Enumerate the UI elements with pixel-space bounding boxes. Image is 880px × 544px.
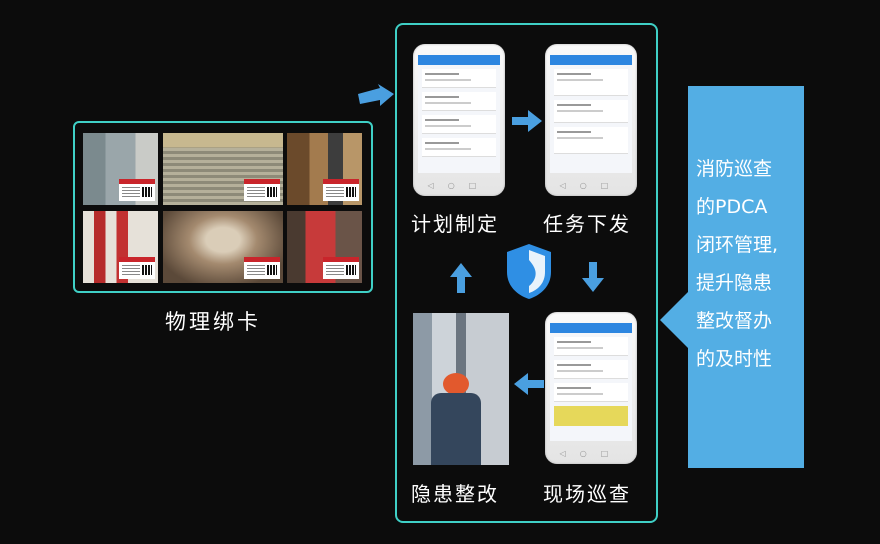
phone-plan-screen: ◁○□ [413, 44, 505, 196]
step-label-plan: 计划制定 [411, 212, 499, 236]
phone-dispatch-screen: ◁○□ [545, 44, 637, 196]
callout-line: 的PDCA [696, 196, 768, 218]
phone-inspection-screen: ◁○□ [545, 312, 637, 464]
step-label-rectify: 隐患整改 [411, 482, 499, 506]
photo-extinguishers [83, 211, 158, 283]
pdca-cycle-frame [395, 23, 658, 523]
photo-hydrant-cabinet [287, 211, 362, 283]
callout-box: 消防巡查 的PDCA 闭环管理, 提升隐患 整改督办 的及时性 [688, 86, 804, 468]
shield-flame-icon [507, 244, 551, 299]
callout-line: 的及时性 [696, 348, 773, 370]
inspection-photo-thumbs [554, 406, 628, 426]
label-physical-binding: 物理绑卡 [165, 310, 261, 334]
photo-group-frame [73, 121, 373, 293]
arrow-up [450, 263, 472, 293]
photo-door [83, 133, 158, 205]
arrow-right [512, 110, 542, 132]
callout-line: 整改督办 [696, 310, 773, 332]
callout-line: 提升隐患 [696, 272, 773, 294]
arrow-left [514, 373, 544, 395]
arrow-to-cycle [358, 84, 394, 106]
photo-electrician-rectify [413, 313, 509, 465]
callout-line: 消防巡查 [696, 158, 773, 180]
step-label-inspection: 现场巡查 [543, 482, 631, 506]
callout-line: 闭环管理, [696, 234, 779, 256]
photo-shutter [163, 133, 283, 205]
photo-hallway [163, 211, 283, 283]
callout-text: 消防巡查 的PDCA 闭环管理, 提升隐患 整改督办 的及时性 [696, 150, 800, 378]
photo-corridor-door [287, 133, 362, 205]
step-label-dispatch: 任务下发 [543, 212, 631, 236]
callout-pointer [660, 290, 690, 350]
arrow-down [582, 262, 604, 292]
